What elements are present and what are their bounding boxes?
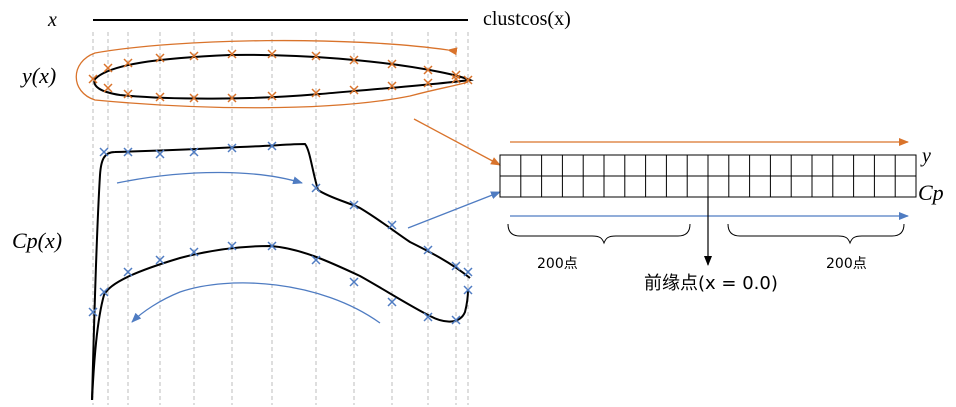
y-connector-arrow (413, 118, 501, 166)
cp-sample-marker (349, 277, 359, 287)
y-sample-marker (123, 58, 133, 68)
cp-sample-marker (349, 200, 359, 210)
cp-sample-marker (451, 315, 461, 325)
y-sample-marker (423, 65, 433, 75)
left-brace (507, 223, 691, 245)
cp-sample-marker (99, 287, 109, 297)
y-sample-marker (423, 78, 433, 88)
y-sample-marker (155, 53, 165, 63)
y-sample-marker (88, 74, 98, 84)
cp-sample-marker (189, 247, 199, 257)
cp-sample-marker (387, 220, 397, 230)
x-label: x (47, 9, 57, 31)
cp-connector-arrow (407, 191, 501, 229)
cp-sample-marker (99, 147, 109, 157)
y-label: y(x) (20, 63, 56, 88)
y-sample-marker (451, 70, 461, 80)
grid-cp-label: Cp (918, 180, 944, 205)
airfoil-traverse-path (75, 39, 469, 109)
cp-lower-curve (91, 244, 469, 401)
cp-sample-marker (451, 261, 461, 271)
cp-sample-markers (88, 141, 473, 325)
cp-sample-marker (123, 267, 133, 277)
y-sample-marker (267, 49, 277, 59)
cp-sample-marker (423, 312, 433, 322)
y-sample-marker (267, 91, 277, 101)
airfoil-shape (93, 53, 474, 100)
y-sample-marker (103, 83, 113, 93)
y-sample-marker (189, 51, 199, 61)
cp-sample-marker (155, 255, 165, 265)
cp-sample-marker (311, 255, 321, 265)
y-sample-marker (451, 74, 461, 84)
grid-cp-text: Cp (918, 180, 944, 205)
y-sample-marker (155, 92, 165, 102)
encoding-grid (499, 154, 917, 198)
y-sample-marker (349, 85, 359, 95)
cp-sample-marker (463, 267, 473, 277)
cp-sample-marker (463, 285, 473, 295)
y-sample-marker (463, 75, 473, 85)
cp-sample-marker (227, 143, 237, 153)
y-sample-marker (227, 93, 237, 103)
cp-sample-marker (267, 141, 277, 151)
sample-grid-lines (92, 32, 469, 405)
cp-sample-marker (189, 147, 199, 157)
y-sample-marker (189, 93, 199, 103)
cp-sample-marker (88, 307, 98, 317)
cp-label-text: Cp(x) (12, 228, 62, 253)
right-count-label: 200点 (826, 256, 867, 272)
cp-sample-marker (311, 183, 321, 193)
y-sample-marker (123, 89, 133, 99)
leading-edge-label: 前缘点(x = 0.0) (644, 273, 778, 294)
cp-upper-curve (91, 142, 471, 401)
y-sample-marker (349, 55, 359, 65)
y-sample-marker (227, 49, 237, 59)
cp-sample-marker (227, 241, 237, 251)
y-sample-marker (387, 59, 397, 69)
left-count-label: 200点 (537, 256, 578, 272)
y-sample-markers (88, 49, 473, 103)
upper-flow-arrow (116, 171, 303, 185)
y-sample-marker (103, 63, 113, 73)
y-sample-marker (311, 51, 321, 61)
cp-label: Cp(x) (12, 228, 62, 253)
cp-sample-marker (123, 147, 133, 157)
cp-sample-marker (387, 297, 397, 307)
clustcos-label: clustcos(x) (483, 8, 571, 30)
grid-y-label: y (920, 145, 931, 167)
cp-sample-marker (267, 241, 277, 251)
lower-flow-arrow (131, 282, 381, 324)
cp-sample-marker (155, 149, 165, 159)
right-brace (727, 223, 905, 245)
cp-sample-marker (423, 245, 433, 255)
y-sample-marker (387, 81, 397, 91)
y-sample-marker (311, 88, 321, 98)
